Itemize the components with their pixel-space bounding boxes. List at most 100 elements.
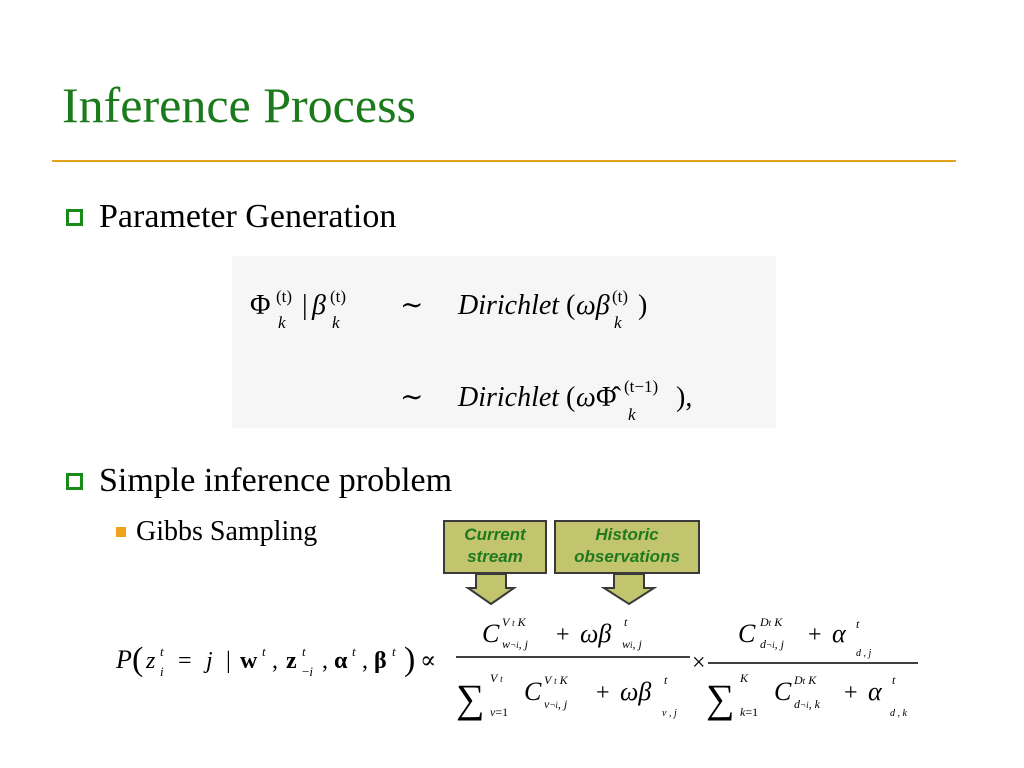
svg-text:Dt K: Dt K <box>759 615 783 629</box>
svg-text:Φ: Φ <box>250 290 270 321</box>
subbullet-gibbs-sampling: Gibbs Sampling <box>116 516 317 548</box>
svg-text:j: j <box>203 648 213 674</box>
bullet-text: Simple inference problem <box>99 462 453 499</box>
svg-text:α: α <box>334 648 348 674</box>
callout-line: stream <box>467 547 523 566</box>
svg-text:d¬i, k: d¬i, k <box>794 697 821 711</box>
svg-text:k: k <box>628 405 636 424</box>
svg-text:C: C <box>774 677 792 706</box>
svg-text:∑: ∑ <box>706 676 735 721</box>
svg-text:i: i <box>160 664 164 679</box>
svg-text:V t K: V t K <box>544 673 569 687</box>
svg-text:): ) <box>638 290 647 321</box>
svg-text:t: t <box>892 673 896 687</box>
callout-line: Historic <box>595 525 659 544</box>
svg-text:ωβ: ωβ <box>580 619 611 648</box>
svg-text:|: | <box>226 648 231 674</box>
slide-title: Inference Process <box>62 77 416 133</box>
svg-text:ωβ: ωβ <box>620 677 651 706</box>
svg-text:β: β <box>311 290 326 321</box>
svg-text:∼: ∼ <box>400 382 423 413</box>
callout-line: observations <box>574 547 680 566</box>
svg-text:d¬i, j: d¬i, j <box>760 637 785 651</box>
svg-text:|: | <box>302 290 308 321</box>
svg-text:(t): (t) <box>612 287 628 306</box>
svg-text:Dirichlet: Dirichlet <box>457 382 560 413</box>
svg-text:+: + <box>844 680 858 706</box>
svg-text:K: K <box>739 671 749 685</box>
svg-text:Dt K: Dt K <box>793 673 817 687</box>
svg-text:C: C <box>482 619 500 648</box>
svg-text:(: ( <box>566 290 575 321</box>
svg-text:t: t <box>664 673 668 687</box>
svg-text:w¬i, j: w¬i, j <box>502 637 529 651</box>
gibbs-sampling-formula: P ( z t i = j | w t , z t −i , α t , β t… <box>115 573 918 721</box>
svg-text:): ) <box>404 641 415 678</box>
svg-text:w: w <box>240 648 258 674</box>
svg-text:∑: ∑ <box>456 676 485 721</box>
bullet-simple-inference: Simple inference problem <box>66 462 452 500</box>
svg-text:=: = <box>178 648 192 674</box>
svg-text:C: C <box>738 619 756 648</box>
parameter-generation-equation: Φ (t) k | β (t) k ∼ Dirichlet ( ωβ (t) k… <box>232 256 776 428</box>
svg-text:d , j: d , j <box>856 648 872 659</box>
svg-text:+: + <box>808 622 822 648</box>
svg-text:v¬i, j: v¬i, j <box>544 697 568 711</box>
callout-line: Current <box>464 525 526 544</box>
svg-text:,: , <box>362 648 368 674</box>
svg-text:C: C <box>524 677 542 706</box>
svg-text:v=1: v=1 <box>490 705 508 719</box>
svg-text:wi, j: wi, j <box>622 637 643 651</box>
svg-text:z: z <box>145 648 156 674</box>
svg-text:ωβ: ωβ <box>576 290 610 321</box>
svg-text:∼: ∼ <box>400 290 423 321</box>
svg-text:+: + <box>556 622 570 648</box>
svg-text:α: α <box>832 619 847 648</box>
bullet-parameter-generation: Parameter Generation <box>66 198 396 236</box>
svg-text:,: , <box>272 648 278 674</box>
svg-text:ω: ω <box>576 382 596 413</box>
subbullet-text: Gibbs Sampling <box>136 516 318 547</box>
svg-text:d , k: d , k <box>890 708 908 719</box>
square-bullet-icon <box>66 472 83 490</box>
svg-text:Dirichlet: Dirichlet <box>457 290 560 321</box>
svg-text:+: + <box>596 680 610 706</box>
svg-text:P: P <box>115 645 132 674</box>
svg-text:(: ( <box>566 382 575 413</box>
current-stream-callout: Current stream <box>443 520 547 574</box>
svg-text:k=1: k=1 <box>740 705 758 719</box>
svg-text:α: α <box>868 677 883 706</box>
svg-text:V t K: V t K <box>502 615 527 629</box>
svg-text:),: ), <box>676 382 692 413</box>
svg-text:t: t <box>624 615 628 629</box>
svg-text:k: k <box>614 313 622 332</box>
svg-text:t: t <box>856 617 860 631</box>
square-bullet-icon <box>66 208 83 226</box>
svg-text:,: , <box>322 648 328 674</box>
orange-square-bullet-icon <box>116 527 126 537</box>
svg-text:β: β <box>374 648 387 674</box>
svg-text:(t): (t) <box>330 287 346 306</box>
svg-text:z: z <box>286 648 297 674</box>
svg-text:Φ̂: Φ̂ <box>596 382 621 413</box>
svg-text:−i: −i <box>302 664 313 679</box>
svg-text:(t−1): (t−1) <box>624 377 658 396</box>
svg-text:(: ( <box>132 641 143 678</box>
svg-text:t: t <box>392 644 396 659</box>
svg-text:∝: ∝ <box>420 648 436 674</box>
down-arrow-icon <box>464 573 518 606</box>
title-divider <box>52 160 956 162</box>
down-arrow-icon <box>600 573 658 606</box>
svg-text:(t): (t) <box>276 287 292 306</box>
svg-text:t: t <box>262 644 266 659</box>
svg-text:t: t <box>160 644 164 659</box>
historic-observations-callout: Historic observations <box>554 520 700 574</box>
svg-text:k: k <box>332 313 340 332</box>
svg-text:t: t <box>302 644 306 659</box>
svg-text:×: × <box>692 650 706 676</box>
bullet-text: Parameter Generation <box>99 198 397 235</box>
svg-text:k: k <box>278 313 286 332</box>
svg-text:t: t <box>352 644 356 659</box>
svg-text:V t: V t <box>490 671 503 685</box>
svg-text:v , j: v , j <box>662 708 677 719</box>
